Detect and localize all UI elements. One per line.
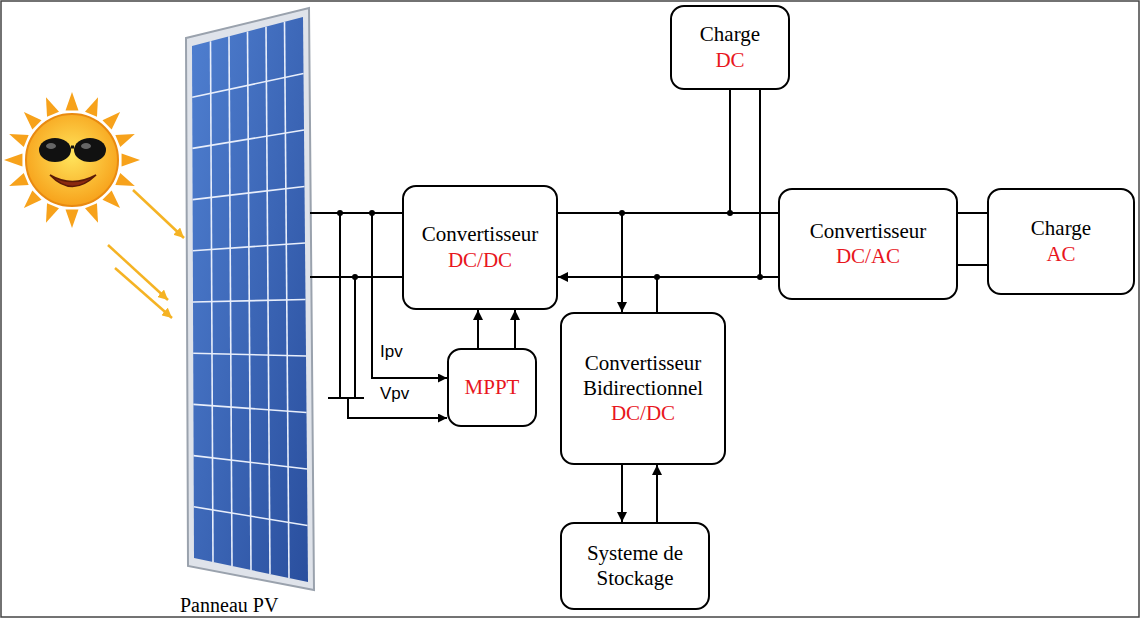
wire-connector [730, 90, 778, 213]
wire-connector [958, 212, 987, 214]
box-text: DC/DC [611, 401, 675, 426]
wire-connector [514, 310, 516, 348]
wire-connector [958, 264, 987, 266]
signal-name: Ipv [380, 342, 403, 362]
wire-connector [477, 310, 479, 348]
wire-connector [656, 465, 658, 522]
box-text: MPPT [465, 375, 520, 400]
panel-label: Panneau PV [180, 594, 278, 617]
box-text: Charge [1031, 216, 1091, 241]
converter-box: ConvertisseurDC/DC [402, 185, 558, 310]
load-box: ChargeDC [670, 5, 790, 90]
load-box: ChargeAC [987, 188, 1135, 295]
sun-icon [4, 92, 140, 228]
converter-box: ConvertisseurDC/AC [778, 188, 958, 300]
wire-connector [558, 213, 622, 312]
box-text: Charge [700, 22, 760, 47]
box-text: AC [1046, 242, 1075, 267]
box-text: Systeme de Stockage [570, 541, 700, 591]
mppt-box: MPPT [447, 348, 537, 427]
wire-connector [621, 465, 623, 522]
box-text: Convertisseur [810, 219, 927, 244]
wire-connector [760, 90, 778, 277]
box-text: DC [715, 48, 744, 73]
wire-connector [558, 277, 657, 312]
box-text: DC/DC [448, 248, 512, 273]
signal-name: Vpv [380, 384, 409, 404]
converter-box: Convertisseur BidirectionnelDC/DC [560, 312, 726, 465]
storage-box: Systeme de Stockage [560, 522, 710, 610]
box-text: DC/AC [836, 244, 900, 269]
pv-panel [186, 8, 314, 590]
box-text: Convertisseur [422, 222, 539, 247]
box-text: Convertisseur Bidirectionnel [570, 351, 716, 401]
